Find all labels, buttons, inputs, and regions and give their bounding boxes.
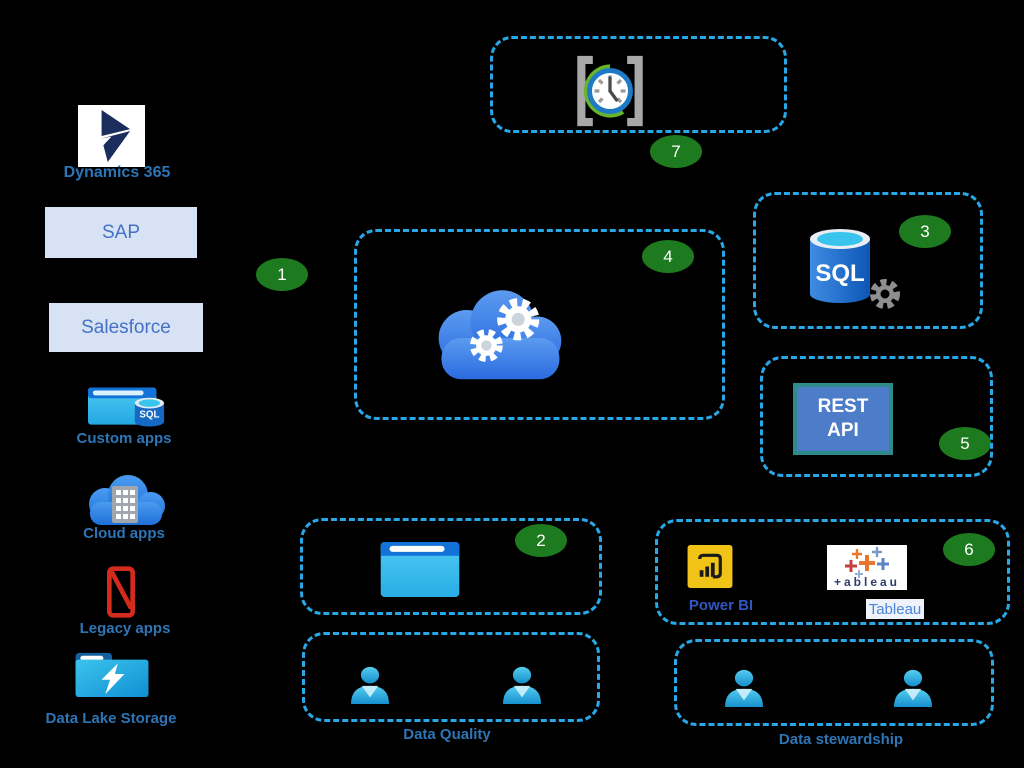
step-badge-2: 2 [515,524,567,557]
app-window-group-box [300,518,602,615]
sap-label: SAP [101,221,141,243]
step-badge-6-number: 6 [964,539,974,559]
sap-box: SAP [45,207,197,258]
cloud-gears-icon [422,280,577,383]
step-badge-3: 3 [899,215,951,248]
person-icon [721,669,767,707]
dynamics-365-label: Dynamics 365 [63,164,171,181]
rest-api-line1: REST [817,396,869,418]
tableau-label: Tableau [866,599,924,619]
salesforce-label: Salesforce [81,316,171,338]
step-badge-5-number: 5 [960,433,970,453]
dynamics-365-icon [78,105,145,167]
salesforce-box: Salesforce [49,303,203,352]
rest-api-group-box [760,356,993,477]
scheduler-clock-icon [565,52,655,130]
step-badge-2-number: 2 [536,530,546,550]
step-badge-5: 5 [939,427,991,460]
data-lake-storage-icon [73,650,151,698]
gear-icon [870,279,900,309]
step-badge-3-number: 3 [920,221,930,241]
power-bi-label: Power BI [688,597,754,614]
rest-api-line2: API [827,420,859,441]
step-badge-1: 1 [256,258,308,291]
cloud-apps-label: Cloud apps [83,525,165,542]
data-lake-storage-label: Data Lake Storage [45,710,177,727]
data-stewardship-label: Data stewardship [778,731,904,748]
person-icon [890,669,936,707]
custom-apps-sql-text: SQL [139,410,159,421]
person-icon [347,666,393,704]
consume-group-box [655,519,1010,625]
browser-window-icon [380,542,460,597]
power-bi-icon [687,545,733,588]
tableau-icon: +ableau [827,545,907,590]
data-stewardship-group-box [674,639,994,726]
tableau-logo-text: +ableau [834,575,900,589]
step-badge-6: 6 [943,533,995,566]
sql-database-group-box [753,192,983,329]
step-badge-1-number: 1 [277,264,287,284]
data-quality-label: Data Quality [403,726,491,743]
step-badge-7: 7 [650,135,702,168]
data-quality-group-box [302,632,600,722]
custom-apps-icon: SQL [88,387,166,429]
cloud-process-group-box [354,229,725,420]
legacy-apps-icon [107,566,135,618]
scheduler-group-box [490,36,787,133]
rest-api-box: REST API [793,383,893,455]
custom-apps-label: Custom apps [76,430,172,447]
cloud-apps-icon [80,470,170,525]
step-badge-7-number: 7 [671,141,681,161]
step-badge-4-number: 4 [663,246,673,266]
person-icon [499,666,545,704]
step-badge-4: 4 [642,240,694,273]
sql-database-text: SQL [815,260,864,287]
legacy-apps-label: Legacy apps [79,620,171,637]
sql-database-icon: SQL [804,228,904,312]
